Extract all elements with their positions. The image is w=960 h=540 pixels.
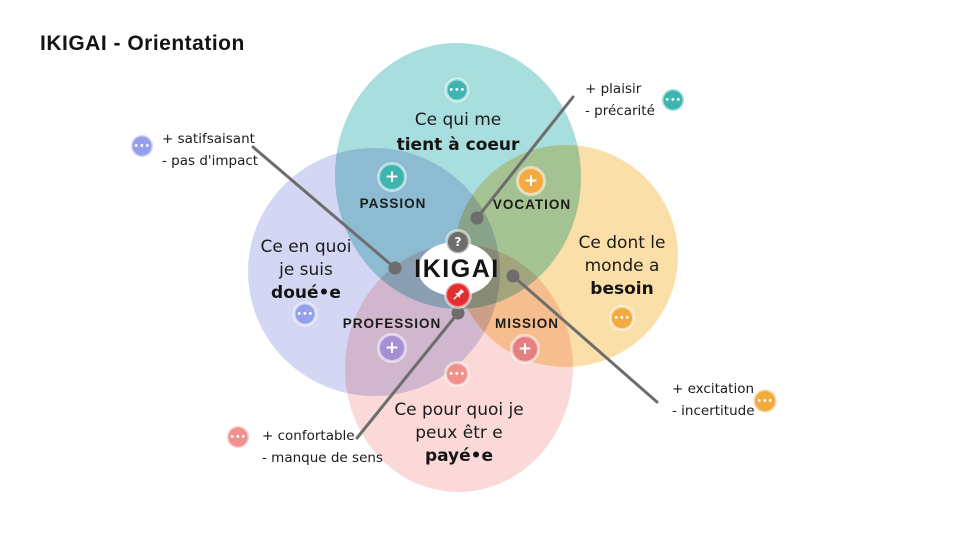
ellipsis-icon: ••• <box>614 314 631 323</box>
plus-icon: + <box>385 167 399 187</box>
connector-bottom-right <box>511 274 659 404</box>
world-dots-circle[interactable] <box>609 305 635 331</box>
connector-top-right <box>475 95 575 220</box>
ellipsis-icon: ••• <box>665 96 682 105</box>
question-hotspot[interactable]: ? <box>445 229 471 255</box>
annotation-positive: + plaisir <box>585 81 642 97</box>
plus-icon: + <box>524 171 538 191</box>
bottom-left-dots-circle[interactable] <box>225 424 251 450</box>
connector-dot-top-left <box>388 261 402 275</box>
connector-dot-bottom-right <box>506 269 520 283</box>
passion-dots-circle[interactable] <box>444 77 470 103</box>
paid-dots-circle[interactable] <box>444 361 470 387</box>
talent-dots-hotspot[interactable]: ••• <box>292 301 318 327</box>
pushpin-icon <box>453 288 465 300</box>
ellipsis-icon: ••• <box>297 310 314 319</box>
passion-plus-circle[interactable] <box>377 162 407 192</box>
bubble-line: je suis <box>278 260 333 280</box>
bottom-right-dots-hotspot[interactable]: ••• <box>752 388 778 414</box>
bubble-line: monde a <box>585 256 660 276</box>
center-ellipse <box>418 242 494 296</box>
connector-dot-bottom-left <box>451 306 465 320</box>
center-label: IKIGAI <box>414 255 499 283</box>
talent-dots-circle[interactable] <box>292 301 318 327</box>
bottom-right-dots-circle[interactable] <box>752 388 778 414</box>
annotation-positive: + excitation <box>672 381 754 397</box>
top-right-dots-circle[interactable] <box>660 87 686 113</box>
bubble-line-bold: payé•e <box>425 446 493 466</box>
vocation-plus-hotspot[interactable]: + <box>516 166 546 196</box>
plus-icon: + <box>385 338 399 358</box>
bubble-line: Ce pour quoi je <box>394 400 523 420</box>
top-left-dots-hotspot[interactable]: ••• <box>129 133 155 159</box>
profession-label: PROFESSION <box>343 316 442 331</box>
bubble-line-bold: besoin <box>590 279 653 299</box>
annotation-top-right: + plaisir - précarité <box>585 81 655 119</box>
bubble-line-bold: doué•e <box>271 283 341 303</box>
pin-hotspot[interactable] <box>444 281 472 309</box>
connector-top-left <box>251 145 397 270</box>
ellipsis-icon: ••• <box>449 86 466 95</box>
annotation-bottom-right: + excitation - incertitude <box>672 381 755 419</box>
annotation-negative: - précarité <box>585 103 655 119</box>
talent-bubble-text: Ce en quoi je suis doué•e <box>260 237 351 303</box>
paid-dots-hotspot[interactable]: ••• <box>444 361 470 387</box>
connectors <box>251 95 659 440</box>
paid-bubble-text: Ce pour quoi je peux êtr e payé•e <box>394 400 523 466</box>
plus-icon: + <box>518 339 532 359</box>
passion-plus-hotspot[interactable]: + <box>377 162 407 192</box>
ellipsis-icon: ••• <box>134 142 151 151</box>
bubble-line-bold: tient à coeur <box>397 135 520 155</box>
connector-dot-top-right <box>470 211 484 225</box>
ellipsis-icon: ••• <box>230 433 247 442</box>
world-dots-hotspot[interactable]: ••• <box>609 305 635 331</box>
vocation-label: VOCATION <box>493 197 571 212</box>
profession-plus-hotspot[interactable]: + <box>377 333 407 363</box>
bottom-left-dots-hotspot[interactable]: ••• <box>225 424 251 450</box>
question-circle[interactable] <box>445 229 471 255</box>
vocation-plus-circle[interactable] <box>516 166 546 196</box>
mission-plus-hotspot[interactable]: + <box>510 334 540 364</box>
bubble-line: peux êtr e <box>415 423 502 443</box>
mission-label: MISSION <box>495 316 559 331</box>
ellipsis-icon: ••• <box>449 370 466 379</box>
ellipsis-icon: ••• <box>757 397 774 406</box>
annotation-negative: - pas d'impact <box>162 153 258 169</box>
bubble-line: Ce qui me <box>415 110 501 130</box>
annotation-positive: + confortable <box>262 428 355 444</box>
annotation-bottom-left: + confortable - manque de sens <box>262 428 383 466</box>
mission-plus-circle[interactable] <box>510 334 540 364</box>
question-icon: ? <box>455 235 462 249</box>
profession-plus-circle[interactable] <box>377 333 407 363</box>
annotation-top-left: + satifsaisant - pas d'impact <box>162 131 258 169</box>
annotation-positive: + satifsaisant <box>162 131 255 147</box>
passion-dots-hotspot[interactable]: ••• <box>444 77 470 103</box>
passion-label: PASSION <box>360 196 427 211</box>
connector-bottom-left <box>355 311 460 440</box>
passion-bubble-text: Ce qui me tient à coeur <box>397 110 520 155</box>
bubble-line: Ce dont le <box>579 233 666 253</box>
annotation-negative: - incertitude <box>672 403 755 419</box>
annotation-negative: - manque de sens <box>262 450 383 466</box>
page-title: IKIGAI - Orientation <box>40 32 245 55</box>
world-bubble-text: Ce dont le monde a besoin <box>579 233 666 299</box>
top-left-dots-circle[interactable] <box>129 133 155 159</box>
top-right-dots-hotspot[interactable]: ••• <box>660 87 686 113</box>
bubble-line: Ce en quoi <box>260 237 351 257</box>
